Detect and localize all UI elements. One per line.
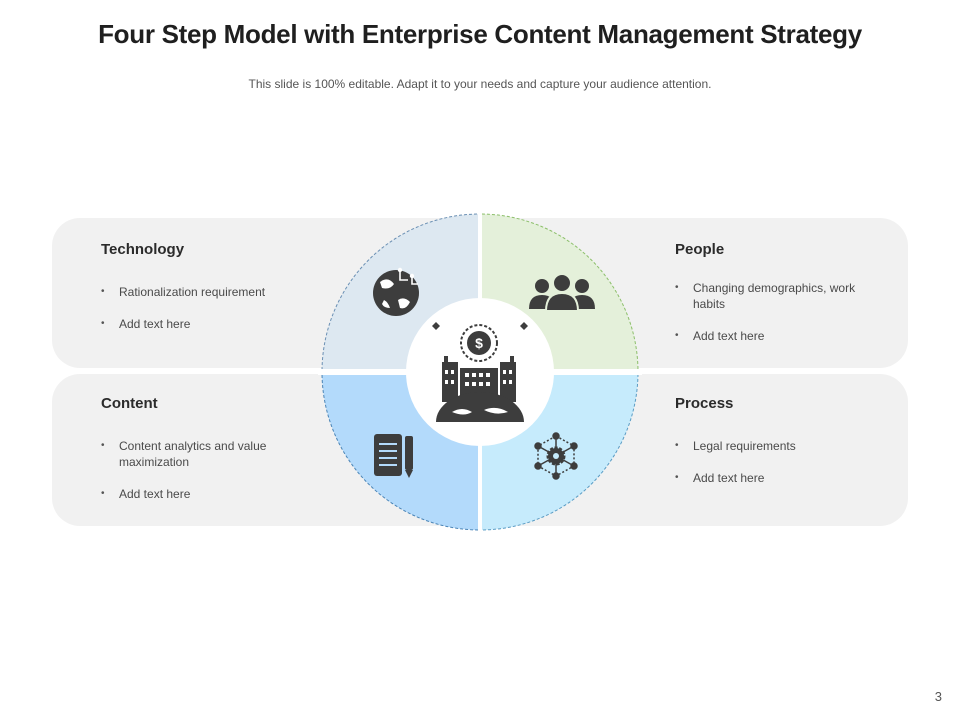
- content-heading: Content: [101, 395, 158, 412]
- page-number: 3: [934, 689, 942, 704]
- content-item: Add text here: [101, 486, 321, 502]
- process-item: Legal requirements: [675, 438, 865, 454]
- process-item: Add text here: [675, 470, 865, 486]
- content-item: Content analytics and value maximization: [101, 438, 321, 470]
- people-block: People Changing demographics, work habit…: [675, 241, 865, 360]
- group-people-icon: [529, 273, 595, 312]
- people-heading: People: [675, 241, 725, 258]
- svg-text:$: $: [475, 335, 483, 351]
- technology-item: Rationalization requirement: [101, 284, 321, 300]
- people-item: Changing demographics, work habits: [675, 280, 865, 312]
- technology-heading: Technology: [101, 241, 185, 258]
- enterprise-building-dollar-icon: $: [432, 322, 528, 422]
- technology-block: Technology Rationalization requirement A…: [101, 241, 321, 348]
- page-subtitle: This slide is 100% editable. Adapt it to…: [248, 77, 712, 91]
- people-item: Add text here: [675, 328, 865, 344]
- document-pen-icon: [374, 434, 413, 478]
- process-heading: Process: [675, 395, 734, 412]
- globe-circuit-icon: [373, 267, 419, 316]
- page-title: Four Step Model with Enterprise Content …: [98, 19, 862, 49]
- network-gear-icon: [534, 432, 578, 480]
- technology-item: Add text here: [101, 316, 321, 332]
- content-block: Content Content analytics and value maxi…: [101, 395, 321, 518]
- process-block: Process Legal requirements Add text here: [675, 395, 865, 502]
